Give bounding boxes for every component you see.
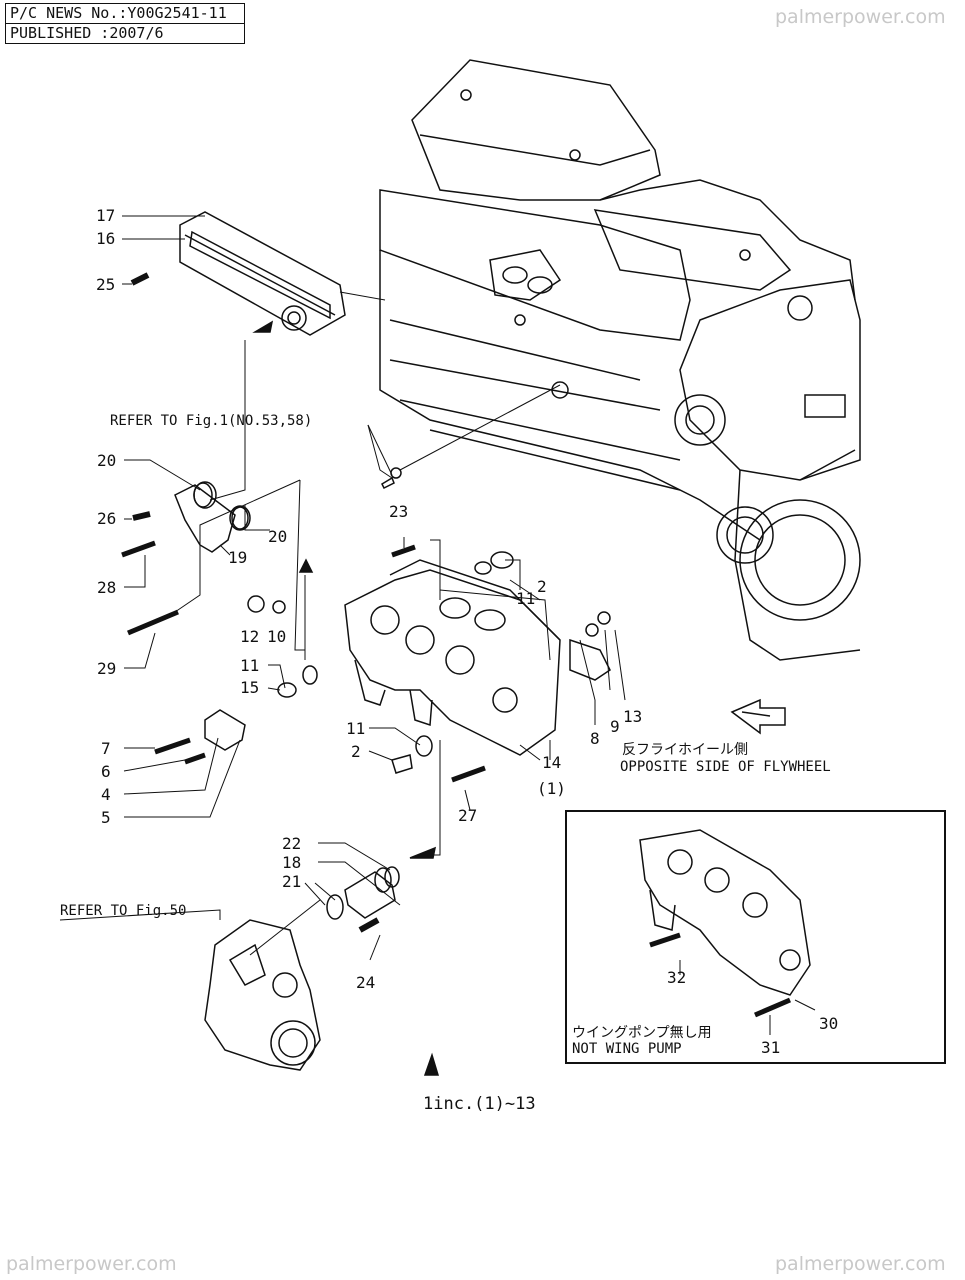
inset-label-en: NOT WING PUMP bbox=[572, 1041, 682, 1057]
watermark-bottom-right: palmerpower.com bbox=[775, 1253, 946, 1275]
callout-16: 16 bbox=[96, 229, 116, 248]
document-header-box: P/C NEWS No.:Y00G2541-11 PUBLISHED :2007… bbox=[5, 3, 245, 44]
callout-30: 30 bbox=[819, 1014, 839, 1033]
refer-fig1-note: REFER TO Fig.1(NO.53,58) bbox=[110, 413, 313, 429]
opposite-flywheel-en: OPPOSITE SIDE OF FLYWHEEL bbox=[620, 759, 831, 775]
callout-8: 8 bbox=[590, 729, 600, 748]
watermark-bottom-left: palmerpower.com bbox=[6, 1253, 177, 1275]
small-parts-drawing bbox=[193, 467, 611, 774]
engine-block-drawing bbox=[379, 59, 861, 661]
flywheel-direction-arrow bbox=[730, 698, 786, 735]
callout-27: 27 bbox=[458, 806, 478, 825]
leader-lines bbox=[59, 215, 816, 1035]
side-cover-drawing bbox=[179, 211, 346, 336]
included-parts-note: 1inc.(1)~13 bbox=[423, 1094, 536, 1114]
callout-11: 11 bbox=[516, 589, 536, 608]
callout-9: 9 bbox=[610, 717, 620, 736]
callout-18: 18 bbox=[282, 853, 302, 872]
callout-7: 7 bbox=[101, 739, 111, 758]
bolts-drawing bbox=[121, 272, 791, 1018]
callout-32: 32 bbox=[667, 968, 687, 987]
watermark-top-right: palmerpower.com bbox=[775, 6, 946, 28]
pc-news-number: P/C NEWS No.:Y00G2541-11 bbox=[10, 4, 227, 22]
callout-10: 10 bbox=[267, 627, 287, 646]
callout-22: 22 bbox=[282, 834, 302, 853]
refer-fig50-note: REFER TO Fig.50 bbox=[60, 903, 187, 919]
callout-20: 20 bbox=[97, 451, 117, 470]
manifold-drawing bbox=[344, 559, 611, 756]
callout-11: 11 bbox=[346, 719, 366, 738]
callout-26: 26 bbox=[97, 509, 117, 528]
published-date: PUBLISHED :2007/6 bbox=[6, 23, 244, 43]
callout-12: 12 bbox=[240, 627, 260, 646]
arrow-up-icon bbox=[298, 558, 314, 573]
callout-25: 25 bbox=[96, 275, 116, 294]
arrow-right-icon bbox=[252, 320, 274, 333]
callout-23: 23 bbox=[389, 502, 409, 521]
callout-31: 31 bbox=[761, 1038, 781, 1057]
callout-20: 20 bbox=[268, 527, 288, 546]
sleeve-drawing bbox=[326, 866, 400, 920]
callout-28: 28 bbox=[97, 578, 117, 597]
inset-label-jp: ウイングポンプ無し用 bbox=[572, 1025, 712, 1041]
callout-19: 19 bbox=[228, 548, 248, 567]
opposite-flywheel-jp: 反フライホイール側 bbox=[622, 742, 748, 758]
callout-11: 11 bbox=[240, 656, 260, 675]
arrow-up-icon bbox=[423, 1052, 440, 1076]
callout-13: 13 bbox=[623, 707, 643, 726]
callout-4: 4 bbox=[101, 785, 111, 804]
water-pump-drawing bbox=[204, 919, 321, 1071]
callout-6: 6 bbox=[101, 762, 111, 781]
arrow-markers bbox=[252, 320, 440, 1076]
callout-24: 24 bbox=[356, 973, 376, 992]
callout-15: 15 bbox=[240, 678, 260, 697]
callout-29: 29 bbox=[97, 659, 117, 678]
callout-21: 21 bbox=[282, 872, 302, 891]
inset-not-wing-pump bbox=[565, 810, 946, 1064]
callout-5: 5 bbox=[101, 808, 111, 827]
callout-2: 2 bbox=[351, 742, 361, 761]
callout-17: 17 bbox=[96, 206, 116, 225]
elbow-pipe-drawing bbox=[174, 482, 249, 553]
callout-2: 2 bbox=[537, 577, 547, 596]
inset-manifold-drawing bbox=[639, 829, 811, 996]
arrow-right-icon bbox=[409, 846, 437, 859]
callout-14: 14 bbox=[542, 753, 562, 772]
callout-1: (1) bbox=[537, 779, 566, 798]
